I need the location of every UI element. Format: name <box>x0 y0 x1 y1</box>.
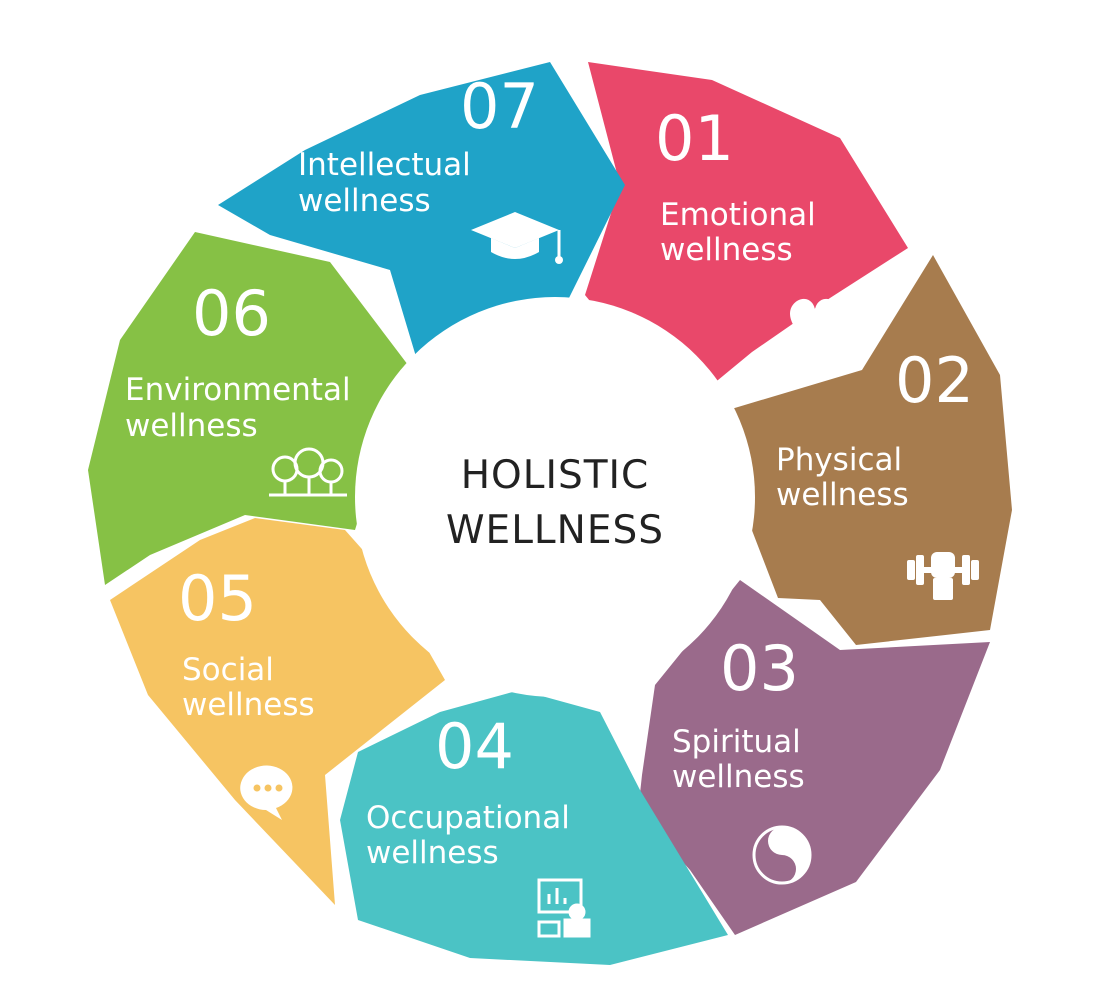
workstation-icon <box>537 878 591 938</box>
segment-label-spiritual-line2: wellness <box>672 759 805 795</box>
center-title-line2: WELLNESS <box>446 508 664 553</box>
segment-label-occupational-line2: wellness <box>366 835 499 871</box>
segment-label-social-line2: wellness <box>182 687 315 723</box>
segment-number-05: 05 <box>178 562 257 635</box>
center-title-line1: HOLISTIC <box>461 453 650 498</box>
segment-label-environmental-line1: Environmental <box>125 372 351 408</box>
segment-environmental <box>88 232 408 585</box>
trees-icon <box>269 447 347 497</box>
segment-number-06: 06 <box>192 277 271 350</box>
center-circle <box>355 297 755 697</box>
segment-label-spiritual-line1: Spiritual <box>672 724 801 760</box>
segment-label-intellectual-line2: wellness <box>298 183 431 219</box>
segment-number-03: 03 <box>720 632 799 705</box>
heart-icon <box>790 298 840 347</box>
segment-number-02: 02 <box>895 344 974 417</box>
segment-occupational <box>340 690 728 965</box>
segment-number-04: 04 <box>435 710 514 783</box>
segment-spiritual <box>638 580 990 935</box>
yin-yang-icon <box>752 825 812 885</box>
graduation-cap-icon <box>471 212 563 264</box>
segment-label-emotional-line1: Emotional <box>660 197 816 233</box>
segment-label-physical-line2: wellness <box>776 477 909 513</box>
segment-label-intellectual-line1: Intellectual <box>298 147 471 183</box>
segment-label-physical-line1: Physical <box>776 442 902 478</box>
segment-label-occupational-line1: Occupational <box>366 800 570 836</box>
segment-emotional <box>585 62 908 385</box>
segment-label-environmental-line2: wellness <box>125 408 258 444</box>
segment-label-emotional-line2: wellness <box>660 232 793 268</box>
segment-number-01: 01 <box>655 102 734 175</box>
segment-intellectual <box>218 62 625 370</box>
fist-dumbbell-icon <box>907 552 979 600</box>
segment-label-social-line1: Social <box>182 652 274 688</box>
segment-social <box>110 518 445 905</box>
segment-number-07: 07 <box>460 70 539 143</box>
speech-bubble-icon <box>240 765 293 820</box>
segment-physical <box>728 255 1012 645</box>
